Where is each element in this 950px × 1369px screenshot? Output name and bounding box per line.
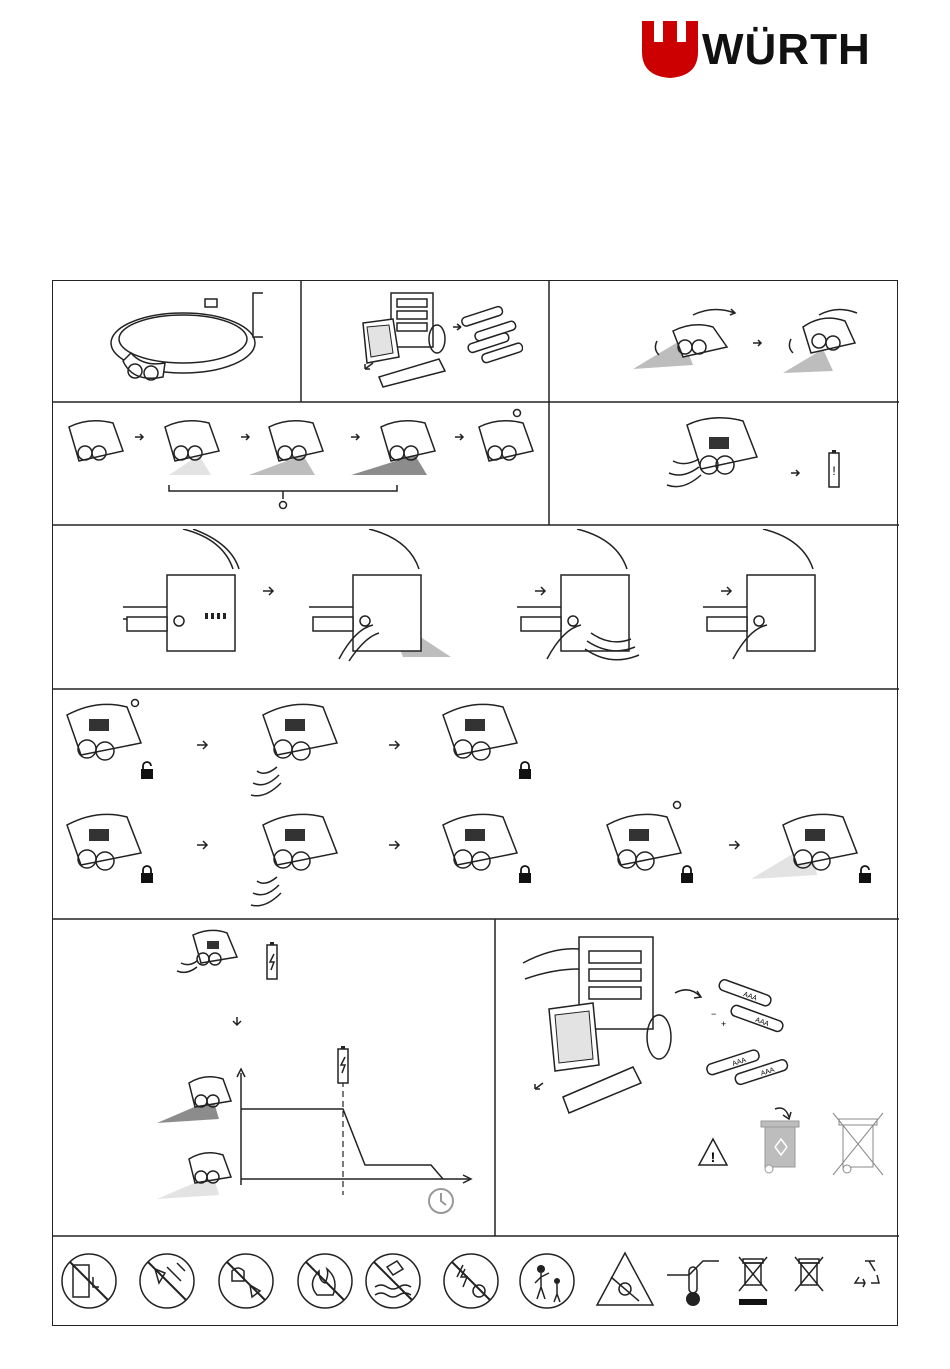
no-water-icon (366, 1254, 420, 1308)
battery-disposal-illustration: AAA AAA AAA AAA + − ! (513, 929, 893, 1229)
lock-unlock-sequences (61, 693, 891, 913)
do-not-drop-icon (219, 1254, 273, 1308)
instruction-frame: ! (52, 280, 898, 1326)
battery-discharge-graph (143, 923, 483, 1223)
battery-warning-mark: ! (832, 464, 835, 478)
weee-bin-bar-icon (739, 1257, 767, 1305)
do-not-hit-icon (140, 1254, 194, 1308)
temperature-limit-icon (667, 1261, 719, 1306)
wurth-logo: WÜRTH (640, 18, 935, 82)
warning-exclamation: ! (711, 1149, 716, 1165)
do-not-open-device-icon (62, 1254, 116, 1308)
no-battery-modification-icon (444, 1254, 498, 1308)
wurth-logo-mark (640, 18, 700, 80)
light-modes-sequence (63, 407, 543, 519)
recycle-bin-icon (761, 1121, 799, 1173)
no-fire-icon (298, 1254, 352, 1308)
keep-away-from-children-icon (520, 1254, 574, 1308)
battery-plus-symbol: + (721, 1019, 726, 1029)
safety-icons-row (53, 1239, 899, 1325)
crossed-bin-icon (833, 1113, 883, 1175)
brand-name: WÜRTH (702, 28, 871, 72)
headlamp-tilt-illustration (623, 291, 863, 391)
battery-insert-illustration (343, 287, 523, 397)
weee-bin-icon (795, 1257, 823, 1291)
recycling-icon (855, 1261, 879, 1287)
battery-minus-symbol: − (711, 1009, 716, 1019)
side-button-sequence (113, 529, 873, 684)
headlamp-overview-illustration (103, 291, 263, 391)
low-battery-indicator-illustration: ! (663, 411, 863, 511)
do-not-stare-into-light-icon (597, 1253, 653, 1305)
